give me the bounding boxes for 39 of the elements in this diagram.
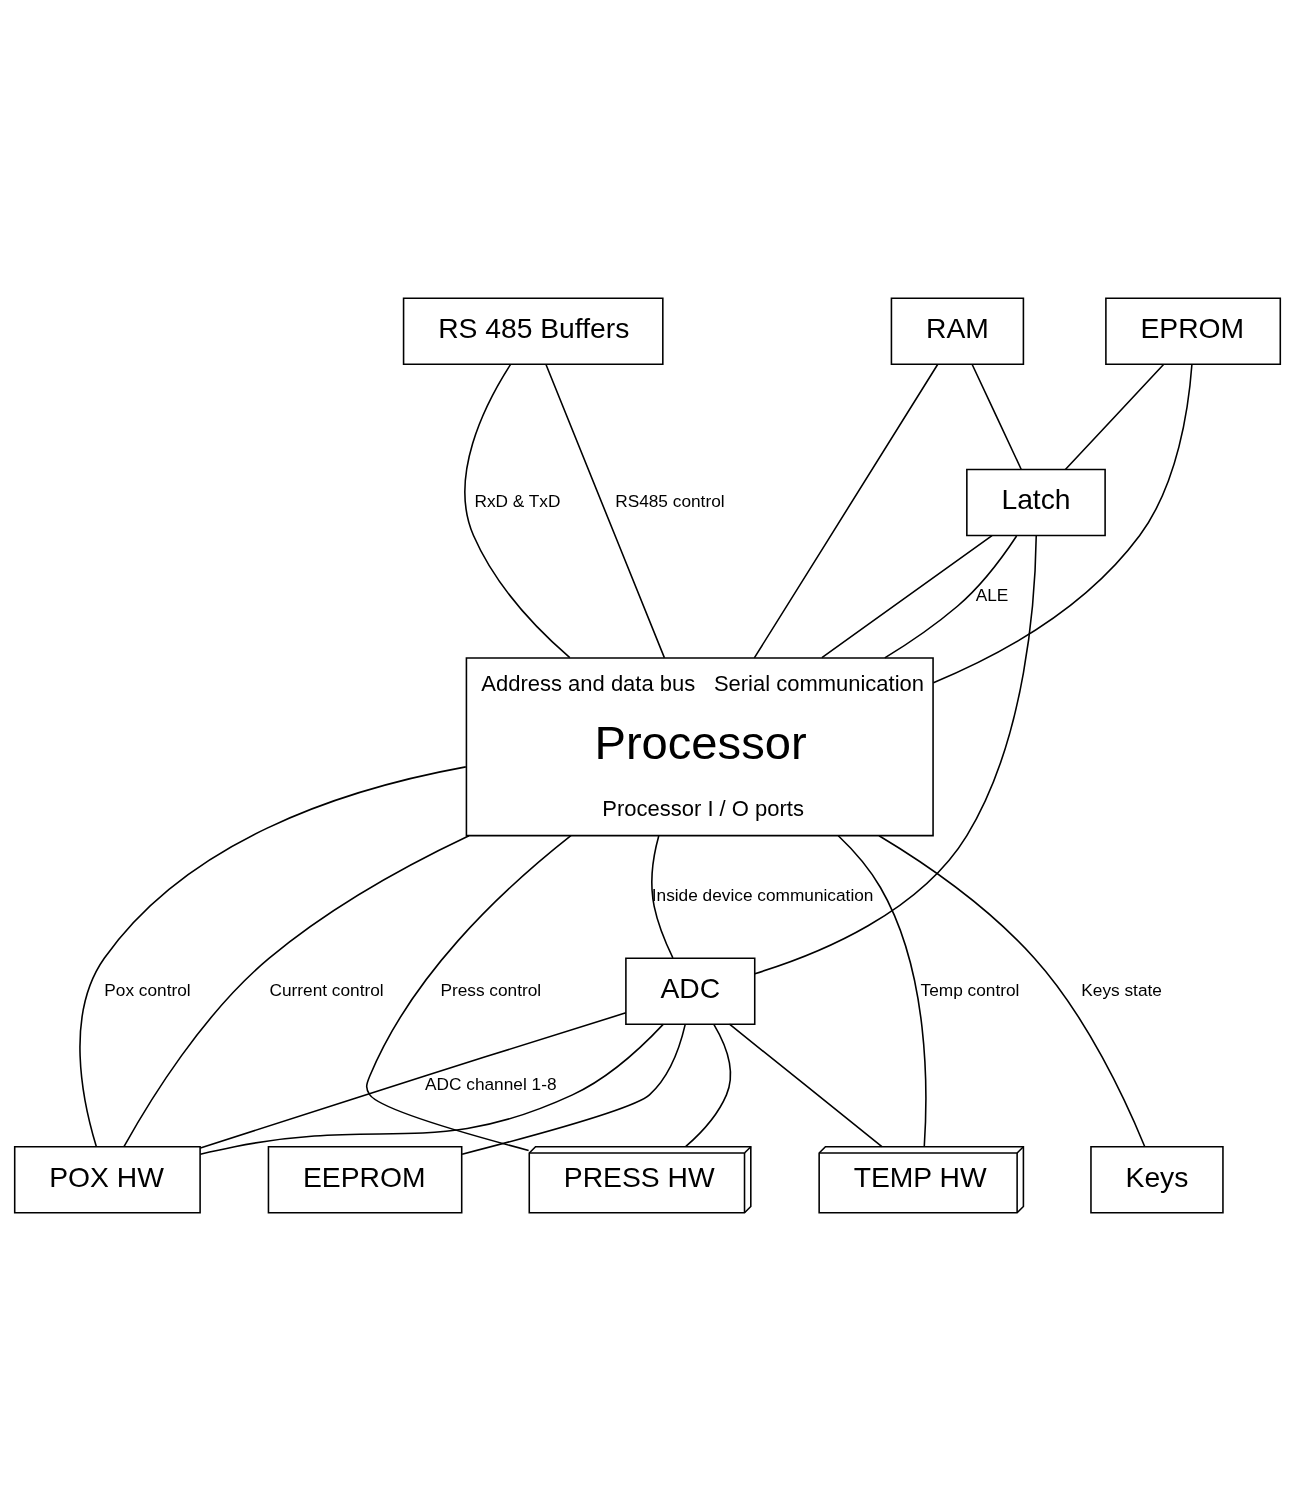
connector: [464, 363, 571, 658]
edge-label: Current control: [269, 979, 384, 1000]
connector: [365, 834, 572, 1151]
node-box: Address and data bus Serial communication Processor Processor I / O ports: [465, 656, 934, 836]
connector: [79, 765, 467, 1147]
node-box: Latch: [966, 468, 1106, 536]
connector: [199, 1011, 627, 1149]
edge-label: RS485 control: [615, 490, 725, 511]
connector: [545, 363, 666, 659]
node-box: Keys: [1090, 1145, 1224, 1213]
connector: [884, 534, 1018, 659]
connector: [753, 363, 939, 659]
node-box: RS 485 Buffers: [402, 297, 664, 365]
edge-label: Press control: [440, 979, 542, 1000]
connector: [685, 1023, 732, 1147]
connector: [1064, 363, 1165, 470]
node-box: POX HW: [13, 1145, 201, 1213]
node-box: EEPROM: [267, 1145, 463, 1213]
edge-label: ALE: [975, 584, 1009, 605]
connector: [728, 1022, 883, 1147]
edge-label: Pox control: [104, 979, 191, 1000]
edge-label: Temp control: [920, 979, 1020, 1000]
connector: [932, 363, 1193, 684]
edge-label: ADC channel 1-8: [425, 1073, 557, 1094]
edge-label: Inside device communication: [651, 884, 874, 905]
edge-label: RxD & TxD: [474, 490, 561, 511]
connector: [971, 363, 1023, 470]
node-box: ADC: [625, 956, 756, 1025]
connector: [878, 834, 1146, 1147]
node-box: EPROM: [1105, 297, 1282, 365]
edge-label: Keys state: [1081, 979, 1162, 1000]
connector: [821, 534, 993, 658]
node-box: RAM: [890, 297, 1025, 365]
connector: [199, 1023, 664, 1155]
connector: [461, 1023, 686, 1155]
connector: [651, 834, 674, 959]
connector: [837, 834, 927, 1147]
connector: [754, 534, 1037, 974]
connector: [123, 834, 470, 1147]
